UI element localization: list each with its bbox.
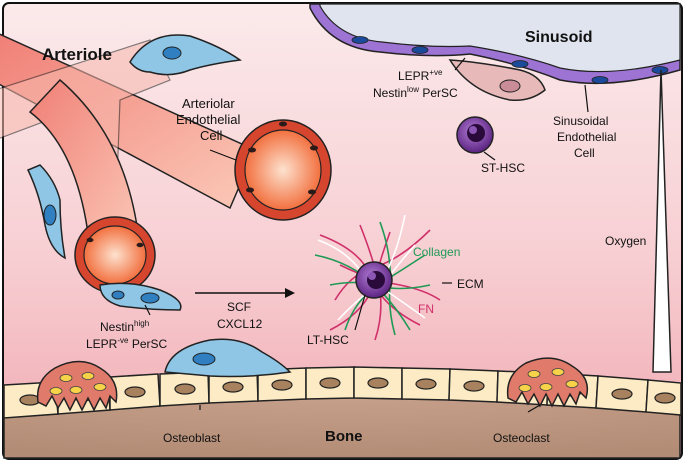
label-arteriolar-endothelial-2: Endothelial — [176, 112, 240, 127]
label-nestin-high-line1: Nestinhigh — [100, 319, 149, 334]
label-arteriole: Arteriole — [42, 45, 112, 64]
label-bone: Bone — [325, 428, 363, 445]
label-signal-scf: SCF — [227, 300, 251, 314]
label-signal-cxcl12: CXCL12 — [217, 317, 263, 331]
label-osteoclast: Osteoclast — [493, 431, 550, 445]
arteriole-cross-section-upper — [234, 119, 332, 221]
osteoclast-left — [36, 360, 118, 412]
st-hsc-cell — [456, 116, 494, 154]
label-lepr-positive-line2: Nestinlow PerSC — [373, 85, 458, 100]
arteriole — [0, 33, 256, 251]
lt-hsc-cell — [355, 261, 393, 299]
arteriole-cross-section-lower — [74, 216, 156, 294]
label-st-hsc: ST-HSC — [481, 161, 525, 175]
label-sinusoidal-endothelial-2: Endothelial — [557, 130, 616, 144]
leader-lines — [144, 57, 589, 413]
label-collagen: Collagen — [413, 245, 460, 259]
label-arteriolar-endothelial-3: Cell — [200, 128, 223, 143]
signal-arrow — [195, 288, 295, 298]
label-nestin-high-line2: LEPR-ve PerSC — [86, 336, 167, 351]
label-oxygen: Oxygen — [605, 234, 646, 248]
label-ecm: ECM — [457, 277, 484, 291]
label-lt-hsc: LT-HSC — [307, 333, 349, 347]
label-fn: FN — [418, 302, 434, 316]
perisc-nestin-high — [26, 34, 243, 311]
osteoclast-right — [506, 357, 589, 408]
sinusoid — [309, 3, 681, 85]
oxygen-gradient-wedge — [652, 69, 672, 373]
label-arteriolar-endothelial-1: Arteriolar — [182, 96, 235, 111]
label-sinusoidal-endothelial-3: Cell — [574, 146, 595, 160]
perisc-lepr-positive — [448, 59, 546, 102]
label-sinusoidal-endothelial-1: Sinusoidal — [553, 114, 608, 128]
label-osteoblast: Osteoblast — [163, 431, 221, 445]
label-lepr-positive-line1: LEPR+ve — [398, 68, 443, 83]
label-sinusoid: Sinusoid — [525, 29, 593, 46]
perisc-bottom — [164, 338, 292, 378]
